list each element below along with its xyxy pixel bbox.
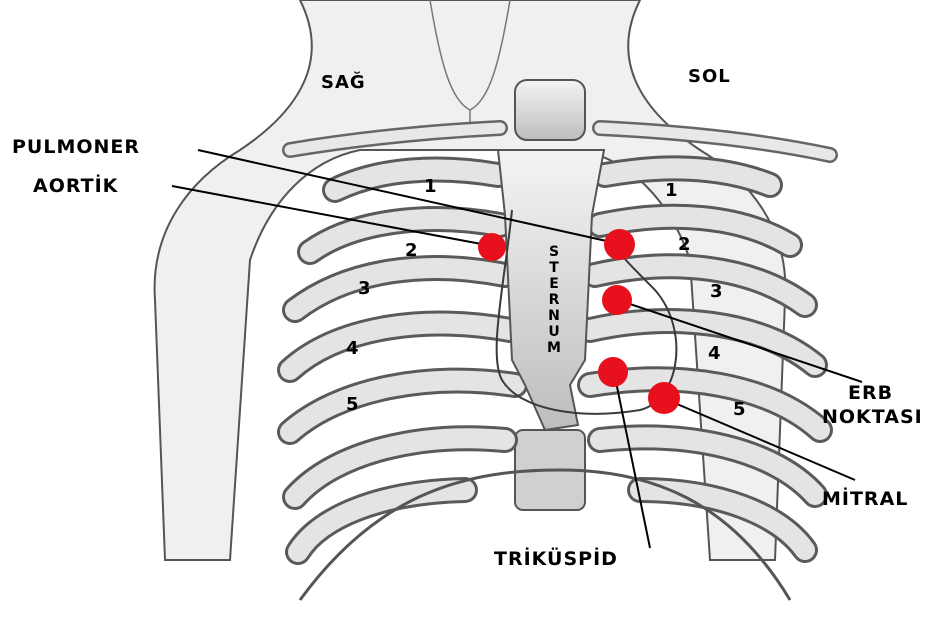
rib-number-right-2: 2	[405, 240, 418, 261]
aortik-point	[478, 233, 506, 261]
label-pulmoner: PULMONER	[12, 136, 140, 158]
rib-number-left-5: 5	[733, 399, 746, 420]
rib-number-right-1: 1	[424, 176, 437, 197]
label-sag: SAĞ	[321, 72, 366, 93]
label-erb: ERB	[848, 382, 893, 404]
rib-number-left-2: 2	[678, 234, 691, 255]
mitral-point	[648, 382, 680, 414]
trikuspid-leader	[614, 372, 650, 548]
rib-number-right-4: 4	[346, 338, 359, 359]
trikuspid-point	[598, 357, 628, 387]
rib-highlight-11	[290, 381, 515, 432]
erb-point	[602, 285, 632, 315]
label-aortik: AORTİK	[33, 175, 118, 197]
rib-highlight-10	[290, 323, 510, 370]
label-noktasi: NOKTASI	[822, 406, 923, 428]
rib-number-right-3: 3	[358, 278, 371, 299]
label-trikuspid: TRİKÜSPİD	[494, 548, 618, 570]
rib-number-left-3: 3	[710, 281, 723, 302]
rib-number-left-4: 4	[708, 343, 721, 364]
rib-number-left-1: 1	[665, 180, 678, 201]
rib-number-right-5: 5	[346, 394, 359, 415]
spine-top	[515, 80, 585, 140]
pulmoner-point	[604, 229, 635, 260]
label-mitral: MİTRAL	[822, 488, 908, 510]
label-sol: SOL	[688, 66, 731, 87]
